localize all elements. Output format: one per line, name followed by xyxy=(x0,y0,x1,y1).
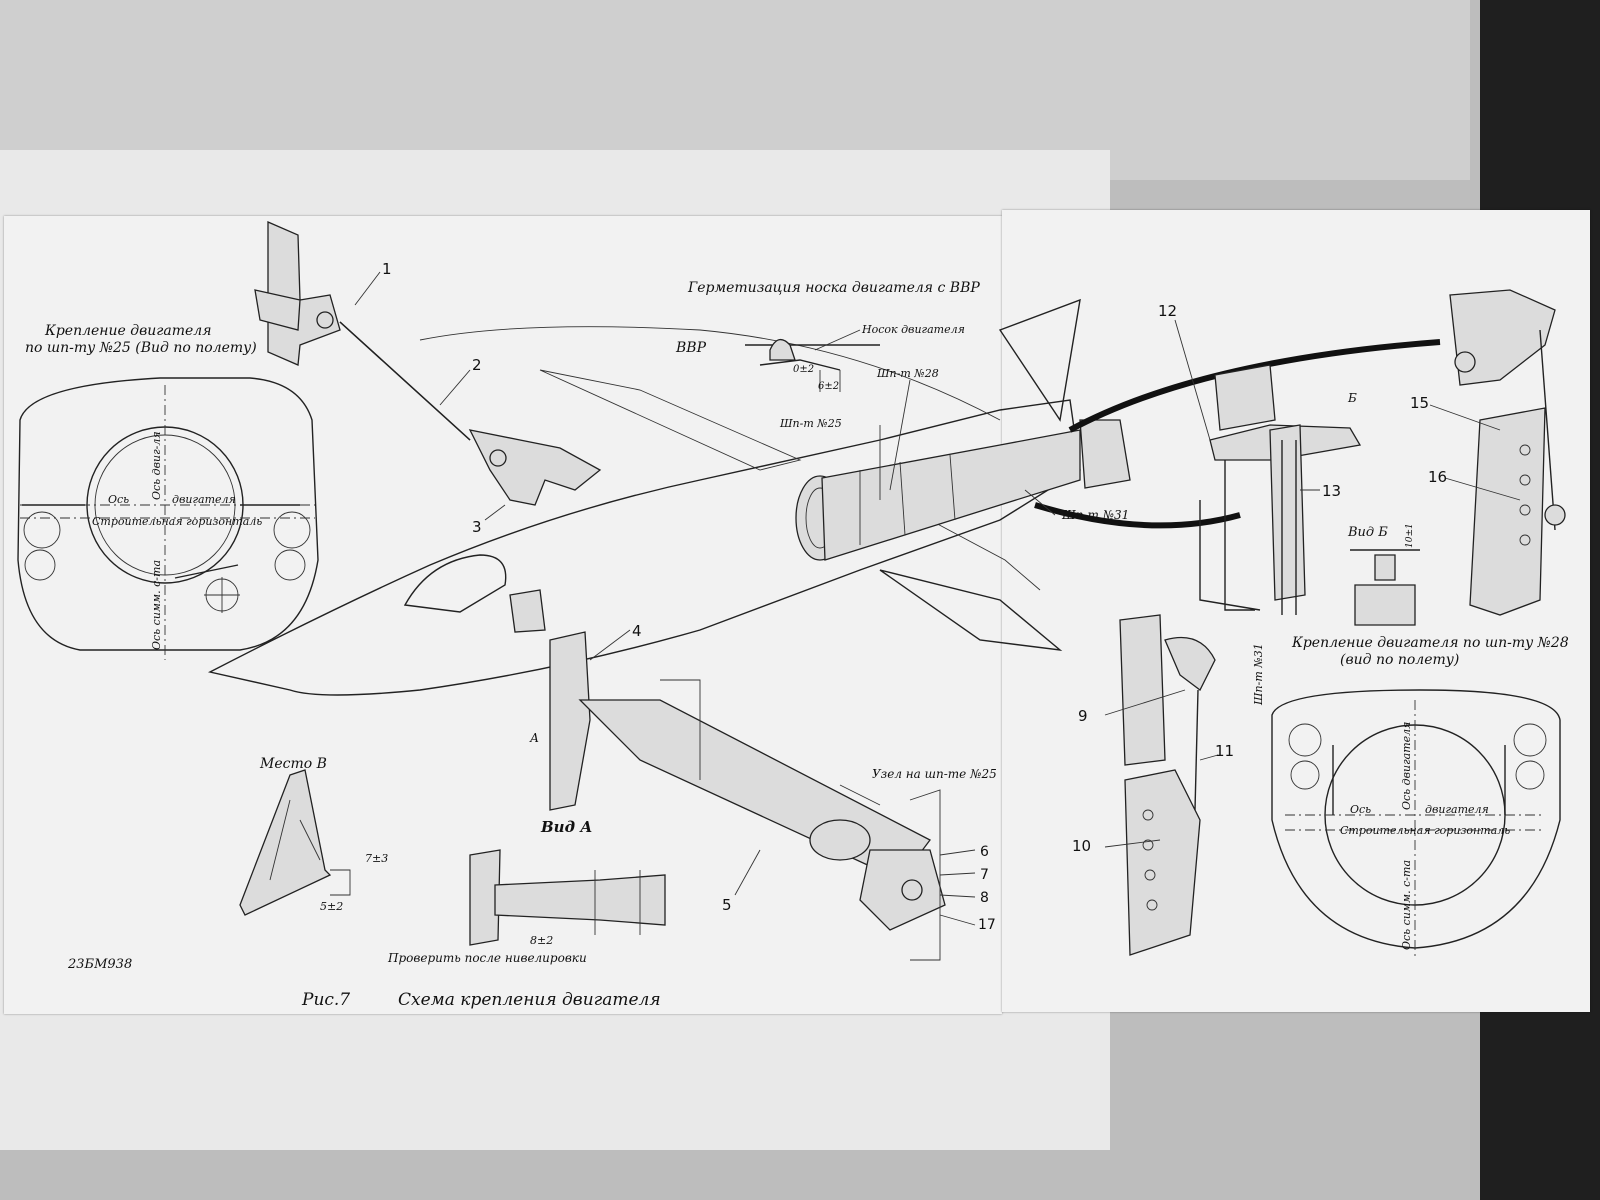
callout-6: 6 xyxy=(980,844,989,860)
left-mount-title-line2: по шп-ту №25 (Вид по полету) xyxy=(25,340,257,356)
callout-7: 7 xyxy=(980,867,989,883)
right-engine-axis-vertical: Ось двигателя xyxy=(1400,722,1413,810)
left-build-horizontal: Строительная горизонталь xyxy=(92,515,262,528)
drawing-title: Схема крепления двигателя xyxy=(398,990,661,1010)
callout-12: 12 xyxy=(1158,302,1177,320)
aircraft-outline xyxy=(207,298,1081,696)
left-mount-title-line1: Крепление двигателя xyxy=(44,323,211,339)
frame-31-vertical-label: Шп-т №31 xyxy=(1252,643,1265,706)
rod-check-after-levelling xyxy=(469,849,666,946)
frame-25-label: Шп-т №25 xyxy=(779,417,842,430)
bracket-place-v xyxy=(239,769,351,916)
callout-10: 10 xyxy=(1072,837,1091,855)
tolerance-8: 8±2 xyxy=(530,934,553,947)
callout-3: 3 xyxy=(472,518,482,536)
drawing-sheet-left xyxy=(4,216,1002,1014)
view-a-label: Вид А xyxy=(540,818,592,836)
check-after-levelling-label: Проверить после нивелировки xyxy=(387,951,587,965)
callout-4: 4 xyxy=(632,622,642,640)
arrow-b-label: Б xyxy=(1347,391,1357,405)
strut-4-5 xyxy=(549,631,946,961)
left-symmetry-axis: Ось симм. с-та xyxy=(150,560,163,650)
tolerance-5: 5±2 xyxy=(320,900,343,913)
strut-15-16 xyxy=(1449,289,1566,616)
tolerance-6: 6±2 xyxy=(818,381,839,392)
vvr-label: ВВР xyxy=(675,340,707,356)
left-axis-label-2: двигателя xyxy=(172,493,236,506)
right-build-horizontal: Строительная горизонталь xyxy=(1340,824,1510,837)
callout-5: 5 xyxy=(722,896,732,914)
leader-lines xyxy=(354,271,1521,926)
arrow-a-label: А xyxy=(529,731,539,745)
callout-8: 8 xyxy=(980,890,989,906)
mount-9-11 xyxy=(1119,614,1216,956)
callout-15: 15 xyxy=(1410,394,1429,412)
callout-9: 9 xyxy=(1078,707,1088,725)
right-axis-label-2: двигателя xyxy=(1425,803,1489,816)
strut-1-3 xyxy=(254,221,602,506)
callout-11: 11 xyxy=(1215,742,1234,760)
frame-31-label: Шп-т №31 xyxy=(1061,508,1129,522)
callout-2: 2 xyxy=(472,356,482,374)
right-axis-label: Ось xyxy=(1350,803,1371,816)
view-b-label: Вид Б xyxy=(1347,525,1388,540)
figure-number: Рис.7 xyxy=(301,990,350,1010)
sealing-title: Герметизация носка двигателя с ВВР xyxy=(687,280,980,296)
tolerance-0: 0±2 xyxy=(793,364,814,375)
frame-25-section xyxy=(17,377,319,660)
callout-13: 13 xyxy=(1322,482,1341,500)
engine xyxy=(795,419,1131,561)
sealing-detail xyxy=(745,338,880,392)
right-mount-title-line2: (вид по полету) xyxy=(1340,652,1459,668)
right-symmetry-axis: Ось симм. с-та xyxy=(1400,860,1413,950)
engine-nose-label: Носок двигателя xyxy=(861,323,965,336)
frame-28-label: Шп-т №28 xyxy=(876,367,939,380)
tolerance-7: 7±3 xyxy=(365,852,388,865)
frame-28-section xyxy=(1271,689,1561,960)
view-b-detail xyxy=(1350,549,1420,626)
right-mount-title-line1: Крепление двигателя по шп-ту №28 xyxy=(1291,635,1569,651)
node-frame-25-label: Узел на шп-те №25 xyxy=(872,767,997,781)
drawing-code: 23БМ938 xyxy=(67,957,132,972)
tolerance-10: 10±1 xyxy=(1405,523,1415,548)
mount-12-13 xyxy=(1199,364,1362,615)
left-axis-label: Ось xyxy=(108,493,129,506)
callout-1: 1 xyxy=(382,260,392,278)
left-engine-axis-vertical: Ось двиг-ля xyxy=(150,431,163,500)
callout-16: 16 xyxy=(1428,468,1447,486)
callout-17: 17 xyxy=(978,917,996,933)
place-v-label: Место В xyxy=(259,756,327,772)
